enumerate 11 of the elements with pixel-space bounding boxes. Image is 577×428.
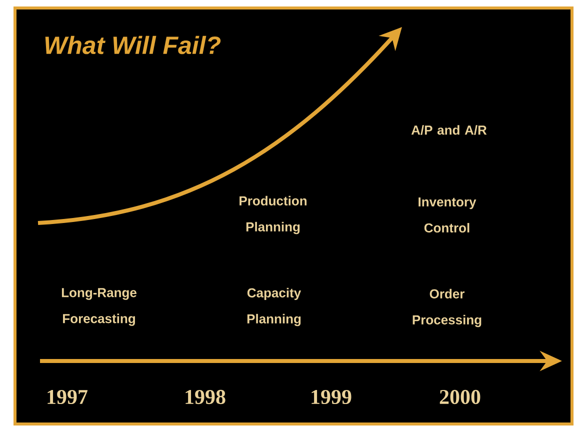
system-label: Order Processing <box>412 288 482 328</box>
system-label: Inventory Control <box>418 197 476 233</box>
title: What Will Fail? <box>45 36 221 54</box>
year-label: 1998 <box>186 390 226 404</box>
year-label: 1999 <box>312 390 352 404</box>
year-label: 2000 <box>440 390 480 404</box>
system-label: Long-Range Forecasting <box>62 288 136 326</box>
system-label: Capacity Planning <box>247 288 302 326</box>
system-label: Production Planning <box>240 196 306 234</box>
year-label: 1997 <box>48 390 88 404</box>
system-label: A/P and A/R <box>411 125 487 135</box>
